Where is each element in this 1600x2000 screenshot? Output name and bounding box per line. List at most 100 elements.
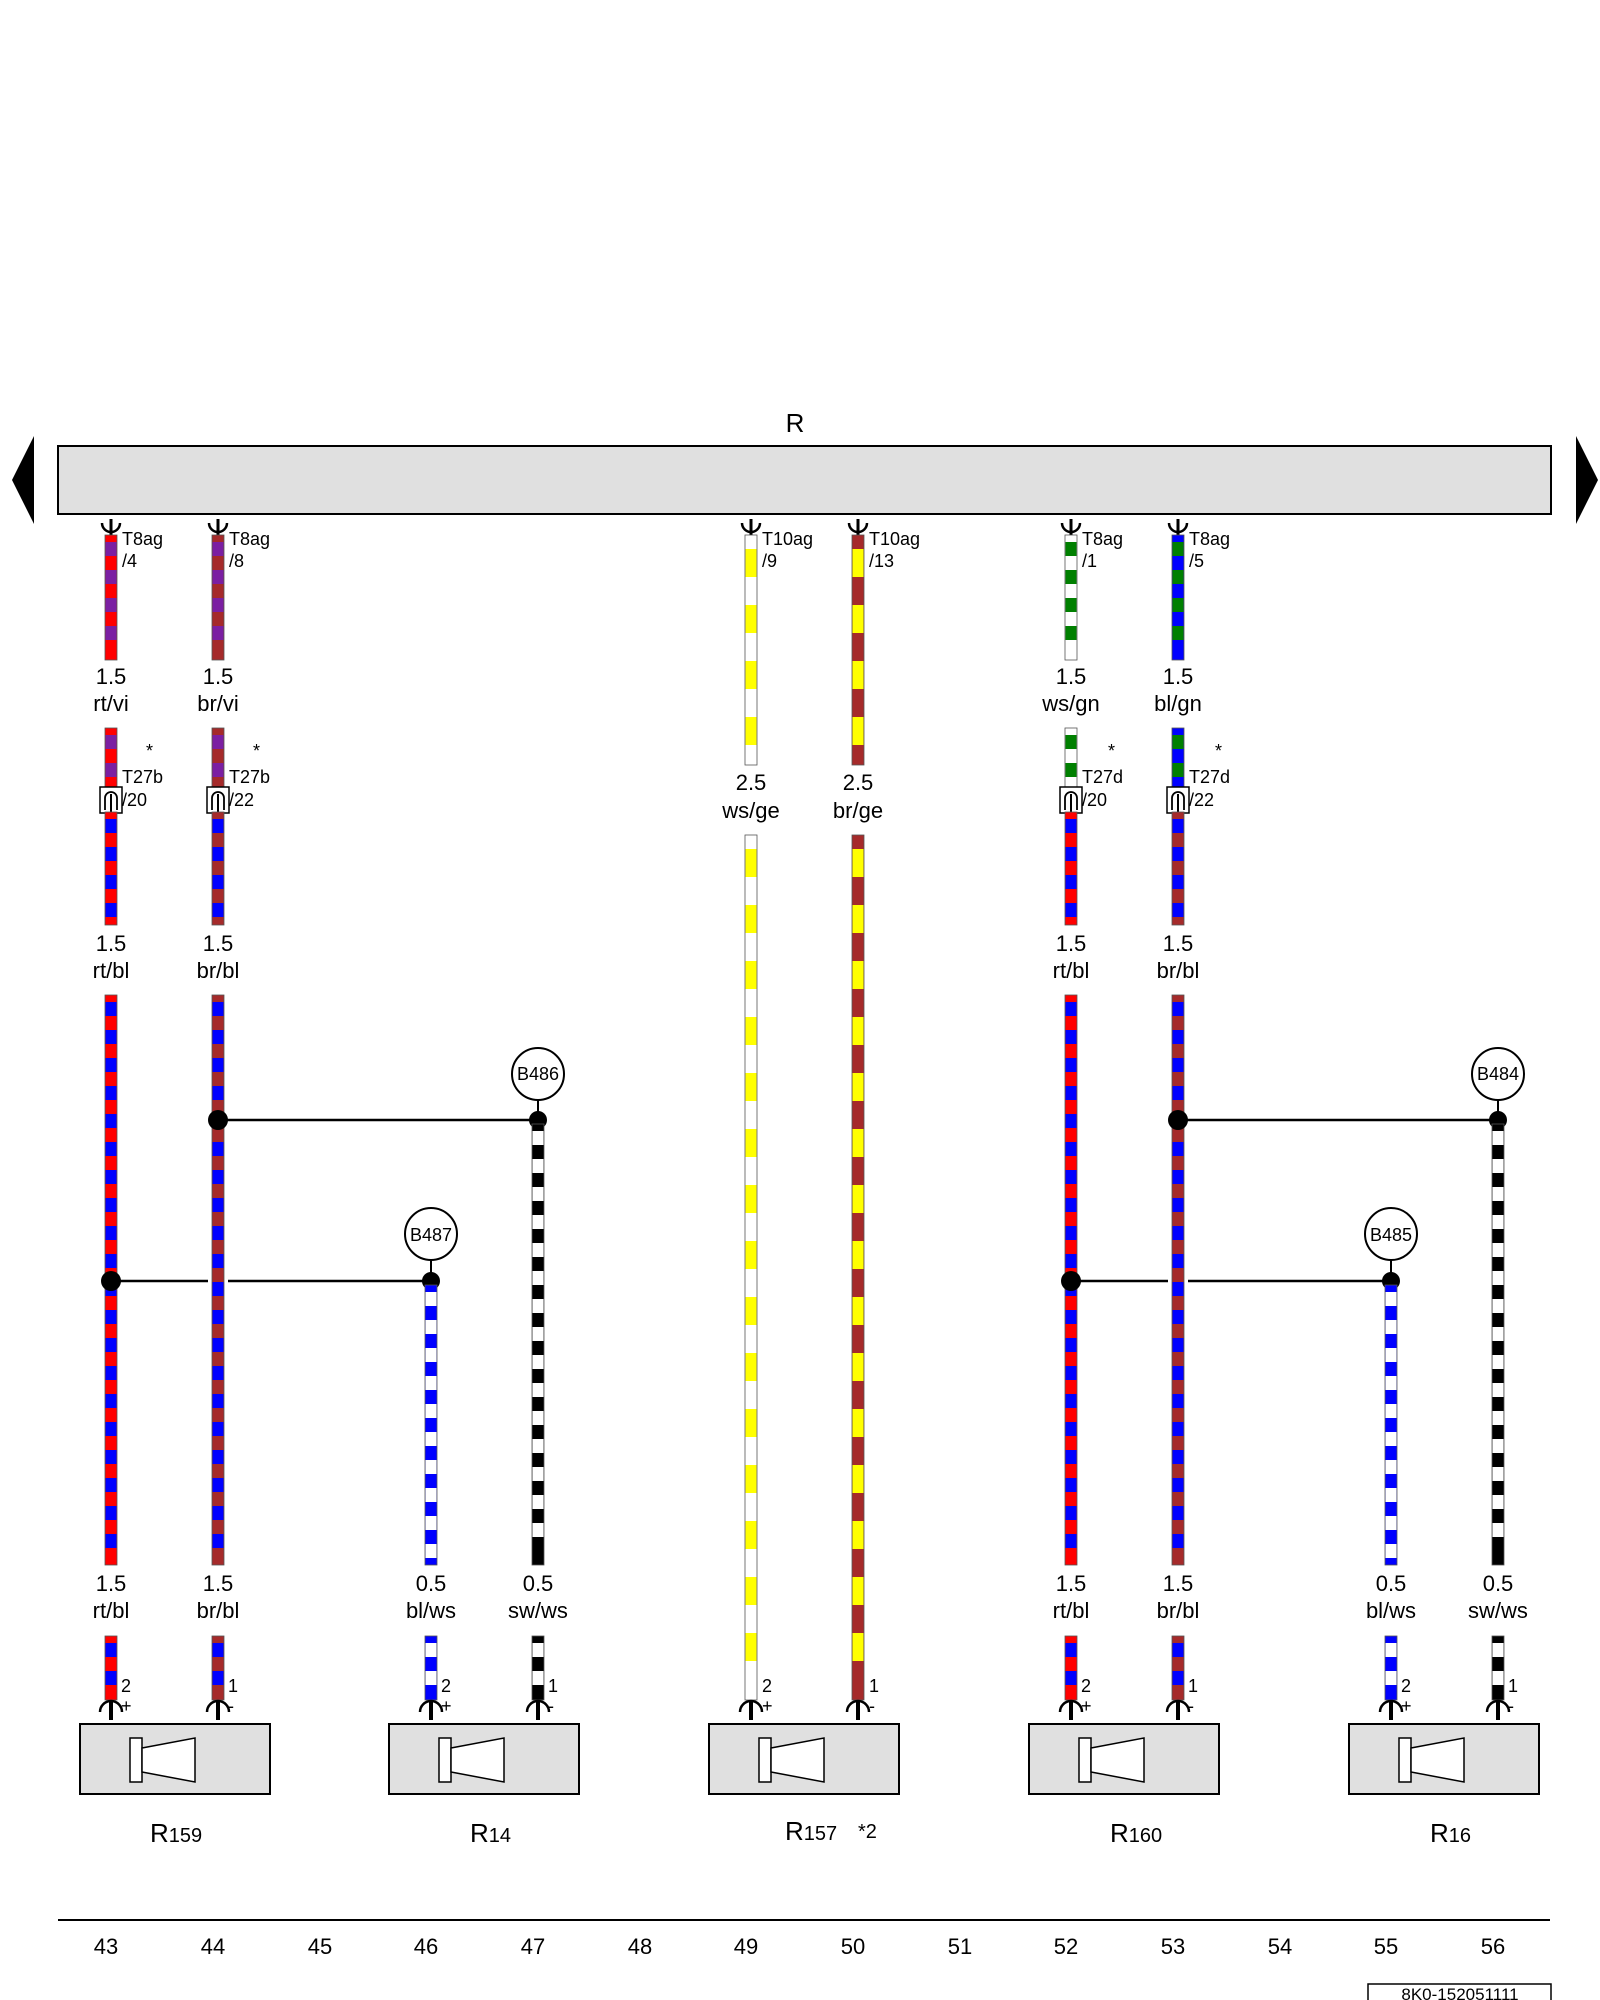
wire-stripe — [212, 1002, 224, 1016]
wire-stripe — [212, 847, 224, 861]
wire-stripe — [1385, 1376, 1397, 1390]
wire-stripe — [425, 1643, 437, 1657]
speaker-magnet — [758, 1737, 772, 1783]
wire-stripe — [425, 1460, 437, 1474]
wire-stripe — [1172, 1058, 1184, 1072]
document-id: 8K0-152051111 — [1401, 1985, 1518, 2000]
wire-stripe — [532, 1355, 544, 1369]
pin-number: 1 — [1508, 1676, 1518, 1696]
wire-stripe — [1065, 1002, 1077, 1016]
wire-stripe — [105, 1394, 117, 1408]
wire-stripe — [1172, 1671, 1184, 1685]
connector-label: T27b — [229, 767, 270, 787]
wire-stripe — [1492, 1131, 1504, 1145]
wire-stripe — [1065, 1086, 1077, 1100]
column-number: 56 — [1481, 1934, 1505, 1959]
wire-stripe — [1172, 598, 1184, 612]
pin-number: 1 — [228, 1676, 238, 1696]
wire-size: 0.5 — [416, 1571, 447, 1596]
wire-size: 2.5 — [736, 770, 767, 795]
continue-left-arrow[interactable] — [12, 436, 34, 524]
wire-stripe — [1385, 1404, 1397, 1418]
wire-stripe — [745, 849, 757, 877]
wire-stripe — [105, 570, 117, 584]
wire-stripe — [532, 1131, 544, 1145]
speaker-component[interactable] — [1028, 1723, 1220, 1795]
inline-connector-symbol — [104, 791, 118, 810]
wire-stripe — [1065, 1254, 1077, 1268]
pin-polarity: - — [548, 1696, 554, 1716]
speaker-component[interactable] — [708, 1723, 900, 1795]
wire-stripe — [105, 735, 117, 749]
wire-stripe — [1492, 1467, 1504, 1481]
wire-stripe — [1385, 1488, 1397, 1502]
wire-stripe — [745, 1185, 757, 1213]
wire-stripe — [532, 1671, 544, 1685]
pin-polarity: + — [762, 1696, 773, 1716]
connector-label: T8ag — [229, 529, 270, 549]
wire-stripe — [212, 1030, 224, 1044]
wire-size: 1.5 — [1056, 931, 1087, 956]
wire-stripe — [105, 875, 117, 889]
wire-size: 2.5 — [843, 770, 874, 795]
wire-stripe — [212, 1338, 224, 1352]
pin-polarity: - — [869, 1696, 875, 1716]
wire-stripe — [425, 1348, 437, 1362]
wire-segment — [1064, 811, 1078, 926]
pin-number: 1 — [1188, 1676, 1198, 1696]
speaker-component[interactable] — [388, 1723, 580, 1795]
wire-body — [1171, 811, 1185, 926]
wire-stripe — [1065, 735, 1077, 749]
wire-stripe — [1172, 1226, 1184, 1240]
wire-stripe — [745, 1297, 757, 1325]
wire-stripe — [1492, 1671, 1504, 1685]
speaker-component[interactable] — [1348, 1723, 1540, 1795]
wire-stripe — [1492, 1187, 1504, 1201]
wire-stripe — [212, 1254, 224, 1268]
wire-stripe — [1065, 1394, 1077, 1408]
wire-stripe — [1172, 1086, 1184, 1100]
wire-stripe — [212, 1282, 224, 1296]
column-number: 47 — [521, 1934, 545, 1959]
connector-pin: /22 — [229, 790, 254, 810]
wire-stripe — [212, 570, 224, 584]
wire-stripe — [1065, 1366, 1077, 1380]
wire-color: ws/gn — [1041, 691, 1099, 716]
speaker-cone-icon — [770, 1737, 825, 1783]
wire-size: 0.5 — [523, 1571, 554, 1596]
wire-stripe — [212, 819, 224, 833]
wire-size: 0.5 — [1376, 1571, 1407, 1596]
wire-stripe — [532, 1643, 544, 1657]
wire-stripe — [1065, 1030, 1077, 1044]
wire-segment — [211, 727, 225, 791]
wire-color: bl/gn — [1154, 691, 1202, 716]
pin-number: 1 — [548, 1676, 558, 1696]
wire-stripe — [212, 903, 224, 917]
column-number: 54 — [1268, 1934, 1292, 1959]
wire-stripe — [1172, 1002, 1184, 1016]
wire-stripe — [212, 1366, 224, 1380]
speaker-component[interactable] — [79, 1723, 271, 1795]
component-label: R160 — [1110, 1818, 1162, 1848]
continue-right-arrow[interactable] — [1576, 436, 1598, 524]
wire-stripe — [745, 661, 757, 689]
wire-stripe — [1172, 1282, 1184, 1296]
wire-stripe — [105, 1086, 117, 1100]
wire-stripe — [852, 1521, 864, 1549]
speaker-cone-icon — [450, 1737, 505, 1783]
wire-color: br/bl — [1157, 1598, 1200, 1623]
wire-stripe — [212, 1506, 224, 1520]
wire-segment — [1384, 1635, 1398, 1701]
wire-stripe — [852, 549, 864, 577]
junction-dot — [1168, 1110, 1188, 1130]
wire-stripe — [1492, 1215, 1504, 1229]
connector-star: * — [1108, 741, 1115, 761]
wire-body — [531, 1123, 545, 1566]
wire-stripe — [105, 626, 117, 640]
pin-polarity: - — [1188, 1696, 1194, 1716]
wire-stripe — [1172, 626, 1184, 640]
wire-segment — [531, 1123, 545, 1566]
wire-stripe — [105, 1030, 117, 1044]
wire-stripe — [1172, 875, 1184, 889]
